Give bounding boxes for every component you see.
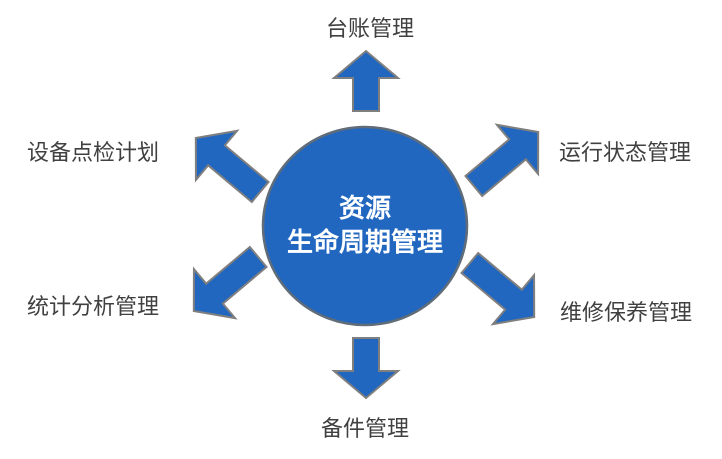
node-label-upper-right: 运行状态管理 xyxy=(559,140,691,165)
node-label-top: 台账管理 xyxy=(326,16,414,41)
node-label-lower-right: 维修保养管理 xyxy=(560,300,692,325)
arrow-down-icon xyxy=(331,337,401,400)
center-label-line2: 生命周期管理 xyxy=(287,227,443,257)
center-circle xyxy=(261,125,469,327)
node-label-upper-left: 设备点检计划 xyxy=(27,140,159,165)
center-label-line1: 资源 xyxy=(339,193,391,223)
node-label-bottom: 备件管理 xyxy=(321,416,409,441)
node-label-lower-left: 统计分析管理 xyxy=(27,294,159,319)
arrow-upper-right-icon xyxy=(464,123,540,198)
arrow-up-icon xyxy=(331,49,401,112)
arrow-lower-left-icon xyxy=(192,245,268,320)
arrow-lower-right-icon xyxy=(460,251,536,326)
arrow-upper-left-icon xyxy=(194,129,270,204)
